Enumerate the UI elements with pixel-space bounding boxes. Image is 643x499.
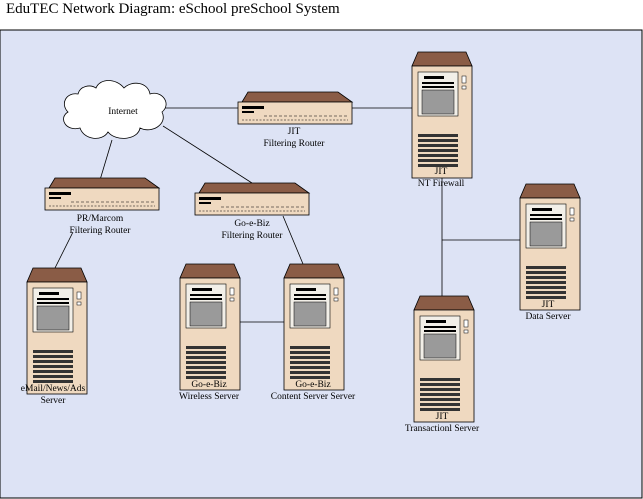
content-server-label-1: Go-e-Biz	[295, 380, 330, 390]
transaction-server-label-2: Transactionl Server	[405, 424, 480, 434]
link-pr-router-email	[53, 231, 74, 271]
pr-router-label-2: Filtering Router	[70, 226, 132, 236]
internet-label: Internet	[108, 107, 138, 117]
connections	[53, 107, 521, 323]
email-server-icon	[26, 267, 88, 395]
goebiz-router-icon	[194, 182, 310, 216]
transaction-server-icon	[413, 295, 475, 423]
transaction-server-label-1: JIT	[436, 412, 449, 422]
jit-firewall-label-1: JIT	[435, 167, 448, 177]
pr-router-icon	[44, 177, 160, 211]
link-goebiz-router-content	[282, 215, 304, 265]
goebiz-router-label-1: Go-e-Biz	[234, 219, 269, 229]
jit-router-icon	[237, 91, 353, 125]
wireless-server-label-1: Go-e-Biz	[191, 380, 226, 390]
email-server-label-2: Server	[41, 396, 67, 406]
diagram-title: EduTEC Network Diagram: eSchool preSchoo…	[6, 1, 340, 17]
link-internet-pr-router	[99, 139, 113, 181]
wireless-server-label-2: Wireless Server	[179, 392, 240, 402]
jit-firewall-label-2: NT Firewall	[418, 179, 465, 189]
email-server-label-1: eMail/News/Ads	[21, 384, 86, 394]
jit-router-label-2: Filtering Router	[264, 139, 326, 149]
internet-cloud-icon	[63, 80, 167, 139]
wireless-server-icon	[179, 263, 241, 391]
data-server-label-2: Data Server	[525, 312, 571, 322]
content-server-icon	[283, 263, 345, 391]
data-server-label-1: JIT	[542, 300, 555, 310]
link-internet-goebiz-router	[162, 125, 253, 184]
pr-router-label-1: PR/Marcom	[77, 214, 124, 224]
data-server-icon	[519, 183, 581, 311]
jit-router-label-1: JIT	[288, 127, 301, 137]
content-server-label-2: Content Server Server	[271, 392, 356, 402]
goebiz-router-label-2: Filtering Router	[222, 231, 284, 241]
jit-firewall-server-icon	[411, 51, 473, 179]
